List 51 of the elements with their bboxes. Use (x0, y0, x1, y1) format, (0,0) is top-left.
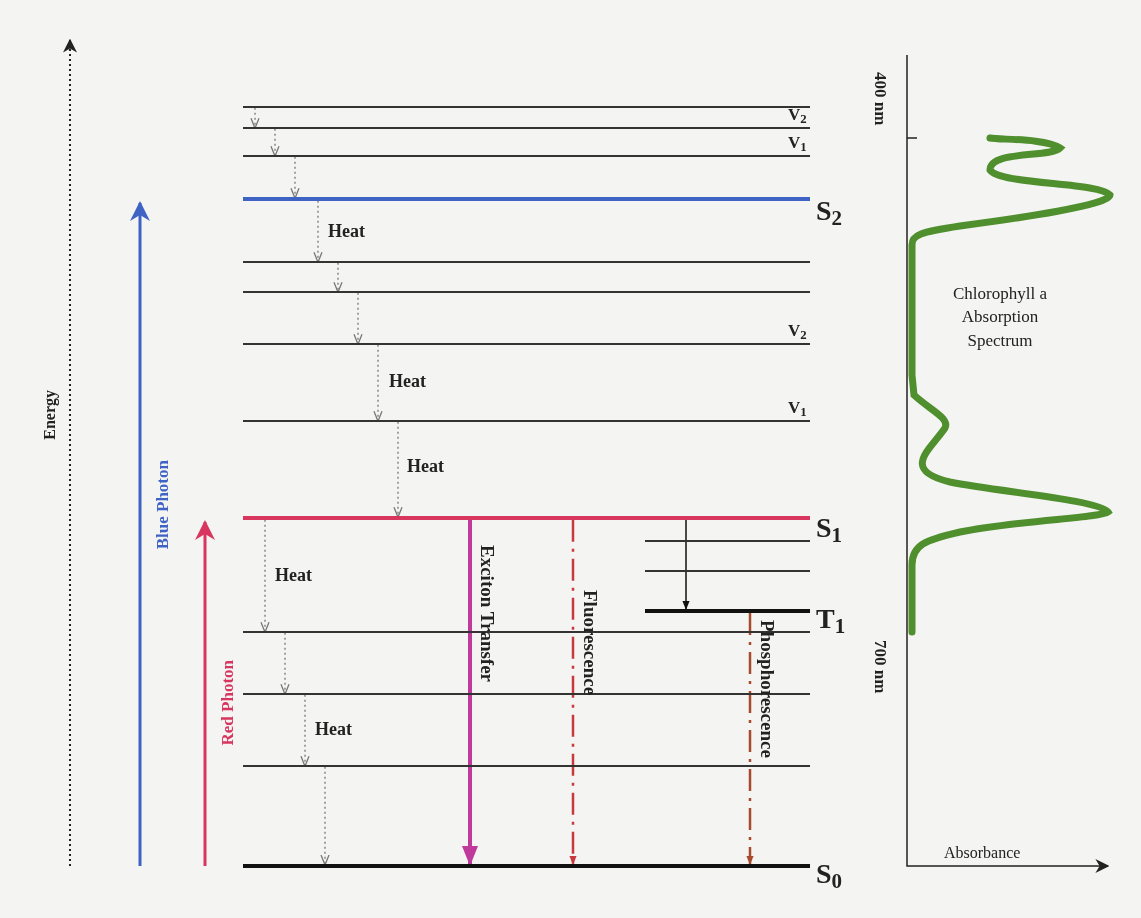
arrow (746, 613, 754, 865)
level-label: V$_{2}$ (788, 322, 807, 339)
level-label: T$_{1}$ (816, 605, 846, 633)
energy-level-line (645, 570, 810, 572)
axis-label: Absorbance (944, 845, 1021, 861)
arrow (280, 632, 290, 695)
arrow-label: Blue Photon (154, 460, 171, 550)
arrow-label: Red Photon (219, 660, 236, 746)
arrow (313, 200, 323, 263)
energy-level-line (243, 765, 810, 767)
edge-label: Fluorescence (581, 590, 600, 696)
energy-level-line (243, 343, 810, 345)
edge-label: Exciton Transfer (478, 545, 497, 683)
arrow (300, 694, 310, 767)
tick-label: 700 nm (872, 640, 889, 694)
energy-level-line (243, 420, 810, 422)
energy-level-line (243, 261, 810, 263)
level-label: S$_{1}$ (816, 514, 843, 542)
arrow (290, 156, 300, 199)
arrow (462, 519, 478, 866)
arrow (260, 519, 270, 633)
arrow (682, 519, 690, 610)
edge-label: Heat (275, 566, 312, 584)
energy-level-line (243, 127, 810, 129)
level-label: S$_{0}$ (816, 860, 843, 888)
energy-level-line (243, 693, 810, 695)
energy-level-line (243, 291, 810, 293)
arrow (320, 766, 330, 866)
edge-label: Heat (328, 222, 365, 240)
arrow (270, 128, 280, 157)
axis-label: Energy (42, 390, 58, 440)
chart-title: Chlorophyll a Absorption Spectrum (952, 283, 1048, 352)
level-label: V$_{2}$ (788, 106, 807, 123)
edge-label: Heat (389, 372, 426, 390)
arrow (250, 107, 260, 129)
arrow (353, 292, 363, 345)
energy-level-line (243, 106, 810, 108)
level-label: S$_{2}$ (816, 197, 843, 225)
energy-level-line (645, 540, 810, 542)
level-label: V$_{1}$ (788, 134, 807, 151)
arrow (569, 519, 577, 865)
edge-label: Phosphorescence (758, 620, 777, 758)
energy-level-line (243, 631, 810, 633)
arrow (373, 344, 383, 422)
tick-label: 400 nm (872, 72, 889, 126)
arrow (393, 421, 403, 518)
level-label: V$_{1}$ (788, 399, 807, 416)
edge-label: Heat (407, 457, 444, 475)
arrow (333, 262, 343, 293)
edge-label: Heat (315, 720, 352, 738)
energy-level-line (243, 155, 810, 157)
